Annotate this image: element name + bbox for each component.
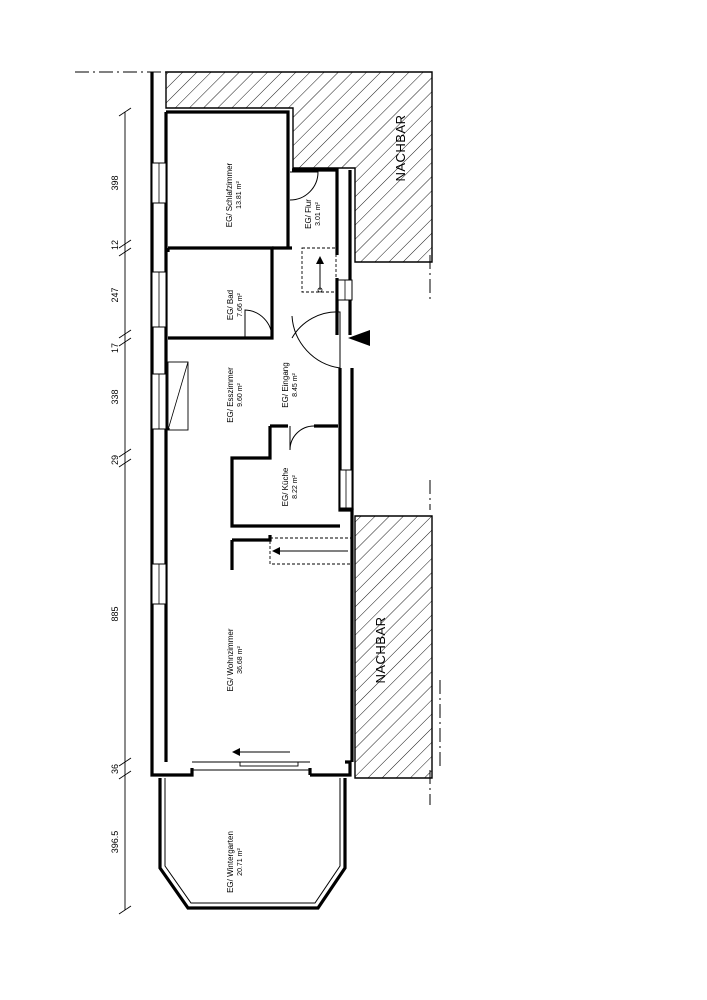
- doors: [244, 171, 341, 451]
- dimension-label: 338: [110, 389, 120, 404]
- dimension-label: 398: [110, 175, 120, 190]
- room-area: 36.68 m²: [237, 646, 244, 674]
- stair-arrow-living: [269, 537, 353, 565]
- outer-walls: [150, 72, 354, 777]
- room-name: EG/ Wintergarten: [226, 831, 235, 893]
- room-name: EG/ Wohnzimmer: [226, 628, 235, 691]
- windows-right: [337, 279, 353, 509]
- room-name: EG/ Bad: [226, 290, 235, 320]
- room-area: 20.71 m²: [237, 848, 244, 876]
- room-area: 7.66 m²: [237, 292, 244, 316]
- neighbor-label-bottom: NACHBAR: [373, 616, 388, 683]
- dimension-label: 12: [110, 240, 120, 250]
- room-area: 9.60 m²: [237, 382, 244, 406]
- dimension-label: 29: [110, 455, 120, 465]
- room-name: EG/ Küche: [281, 467, 290, 506]
- room-name: EG/ Esszimmer: [226, 367, 235, 423]
- winter-garden-outline: [158, 778, 347, 910]
- sliding-door: [192, 748, 310, 771]
- room-name: EG/ Eingang: [281, 362, 290, 407]
- room-area: 8.22 m²: [292, 474, 299, 498]
- room-name: EG/ Flur: [304, 199, 313, 229]
- dimension-label: 247: [110, 287, 120, 302]
- dimension-label: 36: [110, 764, 120, 774]
- chimney-shaft: [167, 361, 189, 431]
- interior-walls: [166, 168, 340, 570]
- room-area: 3.01 m²: [315, 201, 322, 225]
- room-area: 8.45 m²: [292, 372, 299, 396]
- room-area: 13.81 m²: [236, 181, 243, 209]
- room-name: EG/ Schlafzimmer: [225, 162, 234, 227]
- neighbor-label-top: NACHBAR: [393, 114, 408, 181]
- entrance-arrow: [348, 330, 370, 346]
- stair-arrow-flur: [301, 247, 337, 293]
- neighbor-area-bottom: [354, 515, 433, 779]
- dimension-label: 885: [110, 606, 120, 621]
- windows-left: [151, 162, 167, 605]
- neighbor-area-top: [165, 71, 433, 263]
- dimension-label: 17: [110, 343, 120, 353]
- dimension-chain: [118, 107, 132, 915]
- dimension-label: 396.5: [110, 831, 120, 854]
